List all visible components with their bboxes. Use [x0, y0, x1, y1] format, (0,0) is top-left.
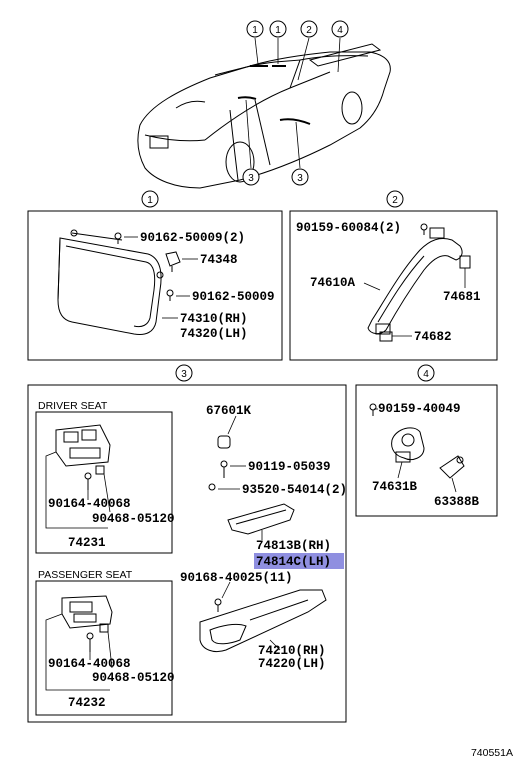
screw-icon	[114, 232, 174, 301]
part-74348: 74348	[200, 253, 238, 267]
part-90159-40049: 90159-40049	[378, 402, 461, 416]
screw-icon	[208, 460, 228, 612]
window-switch-passenger	[61, 595, 113, 629]
clip-icon	[369, 403, 465, 479]
part-74610a: 74610A	[310, 276, 356, 290]
part-74814c-lh: 74814C(LH)	[256, 555, 331, 569]
part-74813b-rh: 74813B(RH)	[256, 539, 331, 553]
top-callout-lines	[245, 37, 341, 169]
section-1-callout: 1	[147, 195, 153, 206]
part-90168-40025-11: 90168-40025(11)	[180, 571, 293, 585]
callout-top-2: 2	[306, 25, 312, 36]
switch-knob-icon	[391, 427, 425, 463]
section-3-callout: 3	[181, 369, 187, 380]
part-90164-40068-driver: 90164-40068	[48, 497, 131, 511]
armrest	[199, 589, 327, 653]
part-90164-40068-passenger: 90164-40068	[48, 657, 131, 671]
top-callouts: 1 1 2 4 3 3	[242, 20, 349, 186]
part-90468-05120-driver: 90468-05120	[92, 512, 175, 526]
part-90468-05120-passenger: 90468-05120	[92, 671, 175, 685]
section-4-frame	[355, 384, 498, 517]
callout-top-3b: 3	[297, 173, 303, 184]
part-74231: 74231	[68, 536, 106, 550]
driver-seat-title: DRIVER SEAT	[38, 400, 108, 412]
visor-holder-icon	[165, 251, 181, 272]
section-3: 3 DRIVER SEAT 90164-40068 90468-05120 74…	[27, 364, 347, 723]
callout-top-1a: 1	[252, 25, 258, 36]
driver-seat-frame	[35, 411, 173, 554]
screw-icon	[86, 623, 109, 652]
part-90119-05039: 90119-05039	[248, 460, 331, 474]
callout-top-3a: 3	[248, 173, 254, 184]
window-switch-driver	[55, 424, 111, 467]
car-illustration	[137, 43, 391, 189]
part-74210-rh: 74210(RH)	[258, 644, 326, 658]
diagram-code: 740551A	[471, 747, 513, 759]
part-63388b: 63388B	[434, 495, 480, 509]
passenger-seat-title: PASSENGER SEAT	[38, 569, 133, 581]
assist-grip	[367, 227, 463, 335]
part-74232: 74232	[68, 696, 106, 710]
section-2: 2 90159-60084(2) 74610A 74681 74682	[289, 190, 498, 361]
callout-top-1b: 1	[275, 25, 281, 36]
screw-icon	[84, 465, 105, 490]
part-74681: 74681	[443, 290, 481, 304]
part-74320-lh: 74320(LH)	[180, 327, 248, 341]
part-90162-50009-2: 90162-50009(2)	[140, 231, 245, 245]
part-67601k: 67601K	[206, 404, 252, 418]
callout-top-4: 4	[337, 25, 343, 36]
part-74220-lh: 74220(LH)	[258, 657, 326, 671]
section-3-frame	[27, 384, 347, 723]
part-90162-50009: 90162-50009	[192, 290, 275, 304]
sun-visor	[57, 229, 164, 335]
section-1: 1 90162-50009(2) 74348 90162-50009 74310…	[27, 190, 283, 361]
section-4: 4 90159-40049 74631B 63388B	[355, 364, 498, 517]
part-90159-60084-2: 90159-60084(2)	[296, 221, 401, 235]
section-2-callout: 2	[392, 195, 398, 206]
cap-icon	[217, 435, 231, 449]
section-4-callout: 4	[423, 369, 429, 380]
passenger-seat-frame	[35, 580, 173, 716]
part-74631b: 74631B	[372, 480, 418, 494]
armrest-bracket	[227, 503, 295, 535]
section-1-frame	[27, 210, 283, 361]
part-74682: 74682	[414, 330, 452, 344]
clip-icon	[420, 223, 428, 235]
part-74310-rh: 74310(RH)	[180, 312, 248, 326]
highlight-74814c	[254, 553, 344, 569]
section-2-frame	[289, 210, 498, 361]
part-93520-54014-2: 93520-54014(2)	[242, 483, 347, 497]
